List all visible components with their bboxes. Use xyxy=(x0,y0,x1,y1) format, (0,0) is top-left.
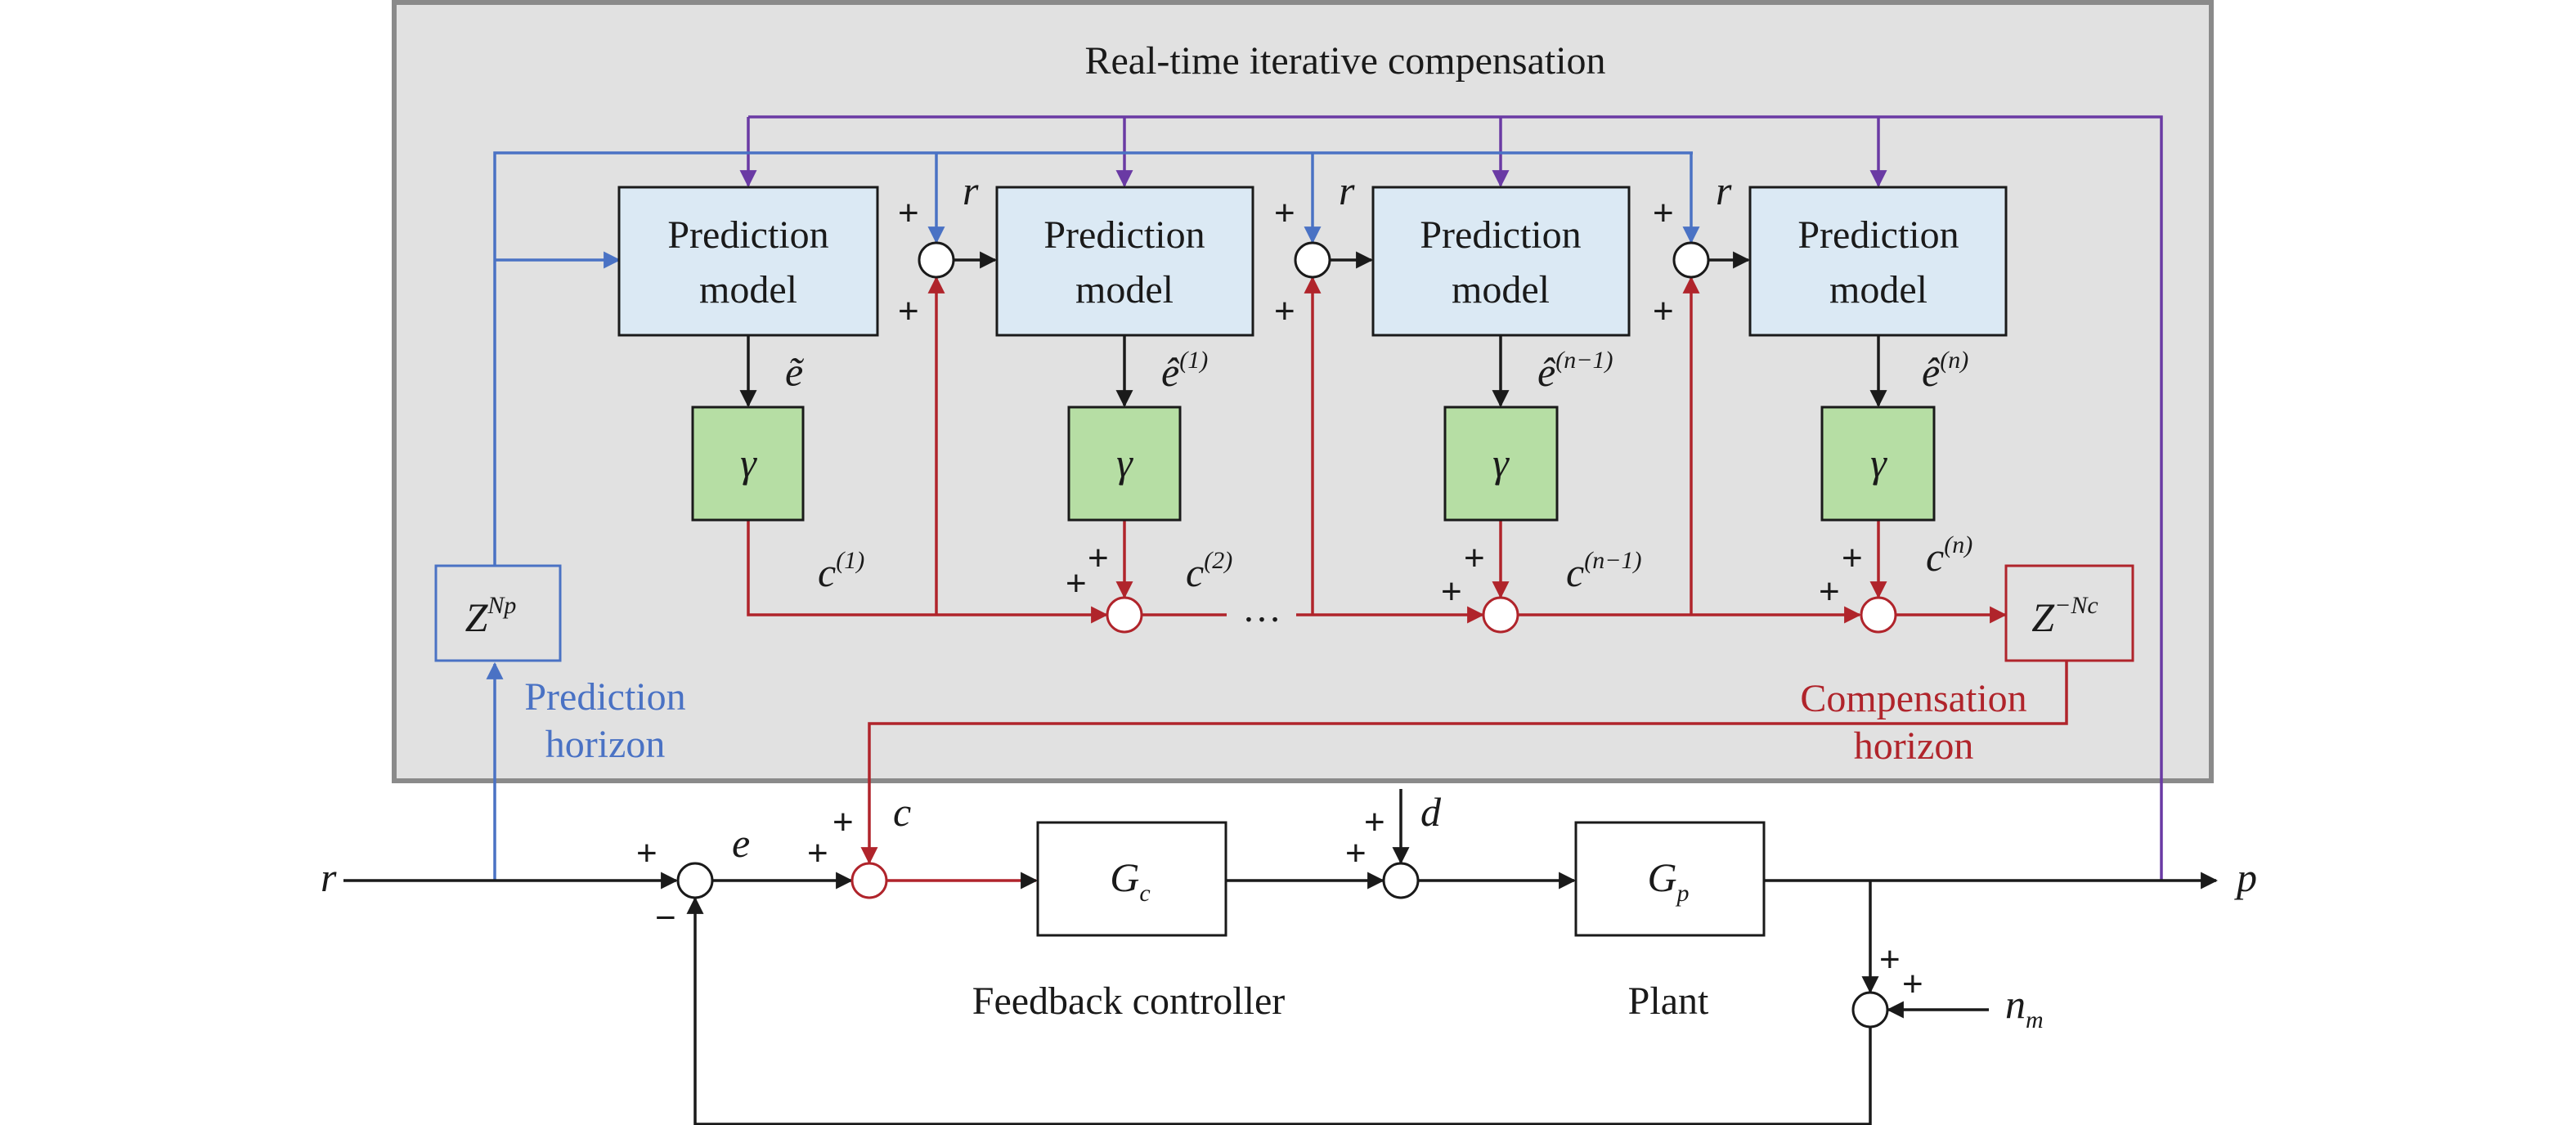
svg-text:+: + xyxy=(1842,538,1863,578)
svg-text:+: + xyxy=(807,833,828,873)
svg-text:+: + xyxy=(1902,964,1923,1004)
summing-junctions xyxy=(676,241,1897,1029)
output-label: p xyxy=(2234,854,2257,900)
error-label-2: ê(1) xyxy=(1161,347,1208,395)
compensation-label-3: c(n−1) xyxy=(1566,547,1641,595)
sum-node-disturbance xyxy=(1382,862,1420,899)
svg-text:Z−Nc: Z−Nc xyxy=(2031,592,2098,640)
feedback-controller-caption: Feedback controller xyxy=(972,979,1286,1023)
svg-text:−: − xyxy=(655,898,676,938)
compensation-signal-label: c xyxy=(893,789,911,835)
svg-text:+: + xyxy=(1364,802,1385,842)
svg-text:ZNp: ZNp xyxy=(465,592,517,640)
svg-text:γ: γ xyxy=(740,440,757,486)
sign-labels: + + + + + + + + + + + + + − + + + + + + xyxy=(636,193,1923,1004)
svg-text:Prediction: Prediction xyxy=(1420,213,1581,257)
gamma-gain-4: γ xyxy=(1820,406,1936,522)
feedback-controller-block: Gc xyxy=(1036,821,1227,937)
prediction-wiring xyxy=(486,151,1700,881)
chain-ellipsis: … xyxy=(1242,587,1281,630)
sum-node-noise xyxy=(1851,991,1889,1029)
prediction-model-2: Prediction model xyxy=(995,186,1254,337)
svg-text:model: model xyxy=(1829,268,1928,312)
svg-text:Gc: Gc xyxy=(1110,854,1150,907)
disturbance-label: d xyxy=(1420,789,1442,835)
gamma-gain-3: γ xyxy=(1443,406,1559,522)
svg-text:+: + xyxy=(1441,571,1462,612)
compensation-horizon-caption: Compensation xyxy=(1800,677,2026,720)
sum-node-compensation xyxy=(850,862,888,899)
svg-text:model: model xyxy=(699,268,797,312)
svg-text:+: + xyxy=(1653,291,1674,331)
prediction-model-3: Prediction model xyxy=(1371,186,1631,337)
svg-text:Prediction: Prediction xyxy=(1043,213,1205,257)
compensation-horizon-caption-2: horizon xyxy=(1854,724,1974,768)
sum-node-c-2 xyxy=(1106,596,1143,634)
prediction-model-1: Prediction model xyxy=(617,186,879,337)
plant-block: Gp xyxy=(1574,821,1766,937)
prediction-horizon-caption: Prediction xyxy=(524,675,685,719)
sum-node-r-1 xyxy=(918,241,955,279)
svg-text:Gp: Gp xyxy=(1647,854,1689,907)
svg-text:γ: γ xyxy=(1870,440,1887,486)
svg-text:Prediction: Prediction xyxy=(667,213,828,257)
chain-wiring xyxy=(739,251,1887,408)
svg-text:+: + xyxy=(832,802,854,842)
sum-node-c-n xyxy=(1860,596,1897,634)
sum-node-error xyxy=(676,862,714,899)
svg-text:+: + xyxy=(1345,833,1367,873)
reference-input-label: r xyxy=(321,854,337,900)
svg-text:γ: γ xyxy=(1492,440,1510,486)
svg-text:+: + xyxy=(1653,193,1674,233)
svg-text:+: + xyxy=(636,833,657,873)
svg-text:+: + xyxy=(898,193,919,233)
svg-text:model: model xyxy=(1452,268,1550,312)
svg-text:+: + xyxy=(1274,193,1295,233)
sum-node-r-3 xyxy=(1672,241,1710,279)
svg-text:+: + xyxy=(1879,939,1901,979)
prediction-model-4: Prediction model xyxy=(1748,186,2008,337)
gamma-gain-1: γ xyxy=(691,406,805,522)
reference-label-2: r xyxy=(1339,168,1355,213)
feedforward-wiring xyxy=(739,115,2163,881)
compensation-delay-block: Z−Nc xyxy=(2004,564,2134,662)
svg-text:Prediction: Prediction xyxy=(1797,213,1959,257)
svg-text:+: + xyxy=(1819,571,1840,612)
main-loop-wiring xyxy=(343,789,2219,1125)
compensation-label-1: c(1) xyxy=(818,547,864,595)
error-label-3: ê(n−1) xyxy=(1537,347,1613,395)
prediction-horizon-caption-2: horizon xyxy=(545,723,666,766)
region-title: Real-time iterative compensation xyxy=(1084,39,1605,83)
svg-text:+: + xyxy=(898,291,919,331)
compensation-region xyxy=(392,0,2214,783)
svg-text:+: + xyxy=(1088,538,1109,578)
sum-node-r-2 xyxy=(1294,241,1331,279)
svg-text:+: + xyxy=(1066,563,1087,603)
compensation-wiring xyxy=(747,276,2068,865)
error-label-1: ẽ xyxy=(785,349,805,395)
svg-text:model: model xyxy=(1075,268,1174,312)
compensation-label-4: c(n) xyxy=(1926,531,1972,580)
gamma-gain-2: γ xyxy=(1067,406,1182,522)
noise-label: nm xyxy=(2005,981,2044,1033)
reference-label-3: r xyxy=(1716,168,1732,213)
svg-text:+: + xyxy=(1274,291,1295,331)
svg-text:γ: γ xyxy=(1116,440,1133,486)
plant-caption: Plant xyxy=(1628,979,1709,1023)
sum-node-c-n1 xyxy=(1482,596,1519,634)
compensation-label-2: c(2) xyxy=(1186,547,1232,595)
reference-label-1: r xyxy=(963,168,979,213)
error-label-4: ê(n) xyxy=(1922,347,1968,395)
prediction-delay-block: ZNp xyxy=(434,564,562,662)
svg-text:+: + xyxy=(1464,538,1485,578)
error-signal-label: e xyxy=(732,820,750,866)
